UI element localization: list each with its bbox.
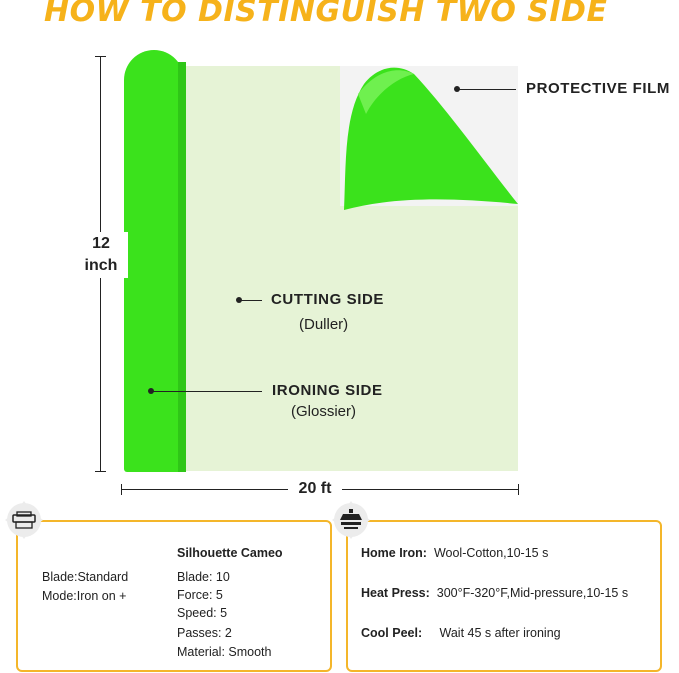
ironing-side-label: IRONING SIDE xyxy=(272,382,383,399)
cutting-side-dot xyxy=(236,297,242,303)
height-value: 12 xyxy=(92,235,110,252)
press-settings-box xyxy=(346,520,662,672)
height-unit: inch xyxy=(84,257,118,274)
ironing-side-dot xyxy=(148,388,154,394)
peeled-corner-illustration xyxy=(344,67,518,210)
cut-item-passes: Passes: 2 xyxy=(177,626,232,640)
press-row-heat-press: Heat Press: 300°F-320°F,Mid-pressure,10-… xyxy=(361,586,629,600)
width-value: 20 ft xyxy=(298,480,332,497)
cutting-side-note: (Duller) xyxy=(299,316,349,333)
cut-item-blade: Blade: 10 xyxy=(177,570,230,584)
page-title: HOW TO DISTINGUISH TWO SIDE xyxy=(44,0,608,29)
vinyl-roll xyxy=(124,50,184,472)
protective-film-label: PROTECTIVE FILM xyxy=(526,80,670,97)
height-label-bg xyxy=(74,232,128,278)
width-label-bg xyxy=(288,478,342,500)
cutter-machine-icon xyxy=(5,501,43,539)
press-row-cool-peel: Cool Peel: Wait 45 s after ironing xyxy=(361,626,561,640)
heat-press-icon xyxy=(332,501,370,539)
cutting-side-label: CUTTING SIDE xyxy=(271,291,385,308)
cut-settings-box xyxy=(16,520,332,672)
ironing-side-leader xyxy=(152,391,262,392)
height-dimension-cap-top xyxy=(95,56,106,57)
width-dimension-cap-left xyxy=(121,484,122,495)
ironing-side-note: (Glossier) xyxy=(291,403,357,420)
press-row-home-iron: Home Iron: Wool-Cotton,10-15 s xyxy=(361,546,549,560)
cut-item-material: Material: Smooth xyxy=(177,645,272,659)
width-dimension-cap-right xyxy=(518,484,519,495)
protective-film-leader xyxy=(458,89,516,90)
cutting-side-leader xyxy=(240,300,262,301)
cut-item-force: Force: 5 xyxy=(177,588,223,602)
cut-item-speed: Speed: 5 xyxy=(177,606,228,620)
cut-machine-name: Silhouette Cameo xyxy=(177,546,283,560)
cut-left-blade: Blade:Standard xyxy=(42,570,129,584)
vinyl-roll-edge xyxy=(178,62,186,472)
protective-film-dot xyxy=(454,86,460,92)
height-dimension-cap-bottom xyxy=(95,471,106,472)
cut-left-mode: Mode:Iron on + xyxy=(42,589,127,603)
